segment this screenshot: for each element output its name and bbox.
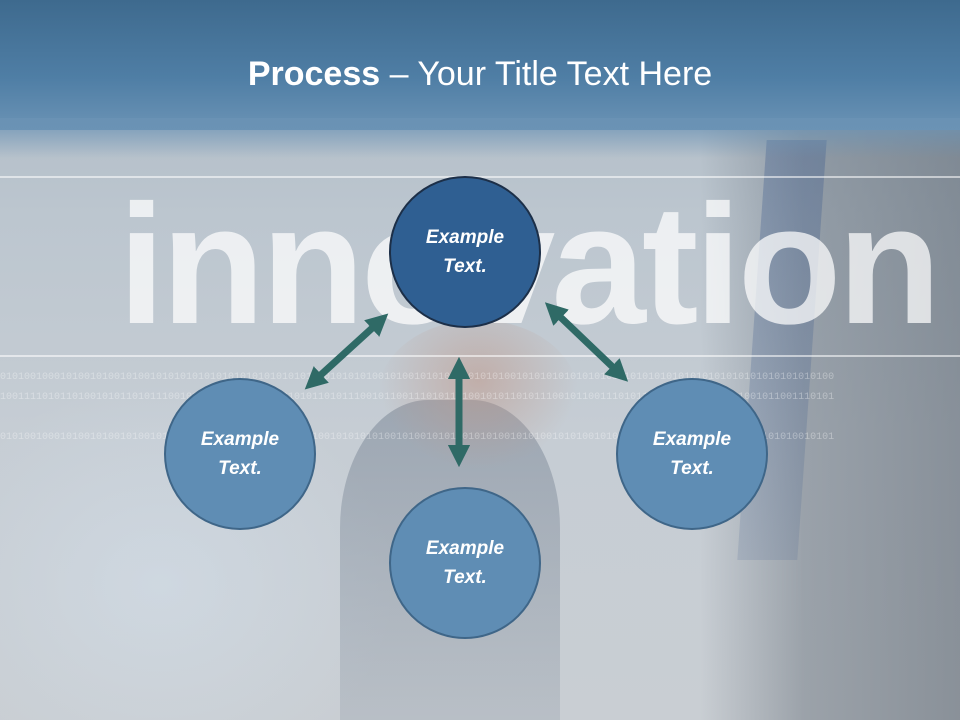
- title-bold: Process: [247, 55, 381, 93]
- node-text-line1: Example: [425, 227, 505, 248]
- divider-line-bottom: [0, 355, 960, 357]
- diagram-node-left: Example Text.: [164, 378, 316, 530]
- node-text-line2: Text.: [443, 256, 487, 277]
- node-text-line1: Example: [425, 538, 505, 559]
- arrow-center-right: [544, 302, 629, 382]
- binary-text-row: 0101001000101001010010100101010101010010…: [0, 432, 835, 443]
- title-rest: – Your Title Text Here: [380, 55, 713, 93]
- slide-title: Process – Your Title Text Here: [0, 52, 960, 96]
- diagram-node-center: Example Text.: [389, 176, 541, 328]
- header-band: [0, 0, 960, 130]
- binary-text-row: 1001111010110100101011010111001011001110…: [0, 392, 835, 403]
- node-text-line2: Text.: [670, 458, 714, 479]
- node-text-line1: Example: [652, 429, 732, 450]
- arrow-center-left: [304, 313, 389, 390]
- header-fade: [0, 118, 960, 158]
- background-hand: [378, 320, 578, 470]
- node-text-line2: Text.: [218, 458, 262, 479]
- diagram-node-bottom: Example Text.: [389, 487, 541, 639]
- node-text-line2: Text.: [443, 567, 487, 588]
- binary-text-row: 0101001000101001010010100101010101010101…: [0, 372, 835, 383]
- node-text-line1: Example: [200, 429, 280, 450]
- diagram-node-right: Example Text.: [616, 378, 768, 530]
